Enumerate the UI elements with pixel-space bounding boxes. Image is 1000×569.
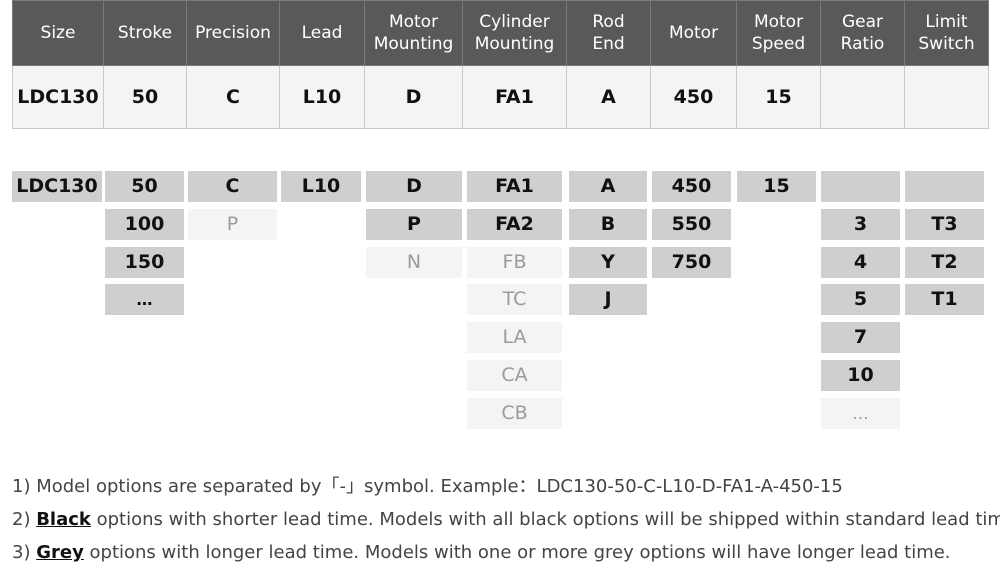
value-limit-switch <box>904 65 989 129</box>
value-precision: C <box>186 65 280 129</box>
note-grey-options: 3) Grey options with longer lead time. M… <box>12 536 992 569</box>
value-stroke: 50 <box>103 65 187 129</box>
option-P-col4: P <box>366 209 462 240</box>
option-T2-col10: T2 <box>905 247 984 278</box>
option-100-col1: 100 <box>105 209 184 240</box>
option-J-col6: J <box>569 284 647 315</box>
option-5-col9: 5 <box>821 284 900 315</box>
option-P-col2: P <box>188 209 277 240</box>
option-550-col7: 550 <box>652 209 731 240</box>
value-cylinder-mounting: FA1 <box>462 65 567 129</box>
option-C-col2: C <box>188 171 277 202</box>
option-Y-col6: Y <box>569 247 647 278</box>
option-more-col9: … <box>821 398 900 429</box>
value-size: LDC130 <box>12 65 104 129</box>
value-gear-ratio <box>820 65 905 129</box>
header-row: Size Stroke Precision Lead Motor Mountin… <box>12 0 989 66</box>
col-header-rod-end: Rod End <box>566 0 651 66</box>
option-B-col6: B <box>569 209 647 240</box>
note-separator: 1) Model options are separated by「-」symb… <box>12 476 843 497</box>
option-FA2-col5: FA2 <box>467 209 562 240</box>
value-lead: L10 <box>279 65 365 129</box>
option-A-col6: A <box>569 171 647 202</box>
option-450-col7: 450 <box>652 171 731 202</box>
option-50-col1: 50 <box>105 171 184 202</box>
option-blank-col9 <box>821 171 900 202</box>
note-grey-keyword: Grey <box>36 542 84 563</box>
note-grey-text: options with longer lead time. Models wi… <box>83 542 951 563</box>
option-more-col1: … <box>105 284 184 315</box>
option-D-col4: D <box>366 171 462 202</box>
option-TC-col5: TC <box>467 284 562 315</box>
col-header-motor-speed: Motor Speed <box>736 0 821 66</box>
option-LA-col5: LA <box>467 322 562 353</box>
option-7-col9: 7 <box>821 322 900 353</box>
selected-model-row: LDC130 50 C L10 D FA1 A 450 15 <box>12 65 989 129</box>
option-4-col9: 4 <box>821 247 900 278</box>
col-header-limit-switch: Limit Switch <box>904 0 989 66</box>
col-header-motor: Motor <box>650 0 737 66</box>
option-150-col1: 150 <box>105 247 184 278</box>
option-N-col4: N <box>366 247 462 278</box>
option-10-col9: 10 <box>821 360 900 391</box>
option-T1-col10: T1 <box>905 284 984 315</box>
option-L10-col3: L10 <box>281 171 361 202</box>
col-header-gear-ratio: Gear Ratio <box>820 0 905 66</box>
option-CB-col5: CB <box>467 398 562 429</box>
notes-section: 1) Model options are separated by「-」symb… <box>12 470 1000 569</box>
note-black-options: 2) Black options with shorter lead time.… <box>12 503 1000 536</box>
col-header-size: Size <box>12 0 104 66</box>
option-T3-col10: T3 <box>905 209 984 240</box>
model-header-table: Size Stroke Precision Lead Motor Mountin… <box>12 0 989 129</box>
note-black-keyword: Black <box>36 509 91 530</box>
option-FB-col5: FB <box>467 247 562 278</box>
value-rod-end: A <box>566 65 651 129</box>
option-15-col8: 15 <box>737 171 816 202</box>
value-motor-speed: 15 <box>736 65 821 129</box>
note-black-text: options with shorter lead time. Models w… <box>90 509 1000 530</box>
option-750-col7: 750 <box>652 247 731 278</box>
note-black-prefix: 2) <box>12 509 37 530</box>
col-header-motor-mounting: Motor Mounting <box>364 0 463 66</box>
option-CA-col5: CA <box>467 360 562 391</box>
option-3-col9: 3 <box>821 209 900 240</box>
option-FA1-col5: FA1 <box>467 171 562 202</box>
option-LDC130-col0: LDC130 <box>12 171 102 202</box>
option-blank-col10 <box>905 171 984 202</box>
note-grey-prefix: 3) <box>12 542 37 563</box>
